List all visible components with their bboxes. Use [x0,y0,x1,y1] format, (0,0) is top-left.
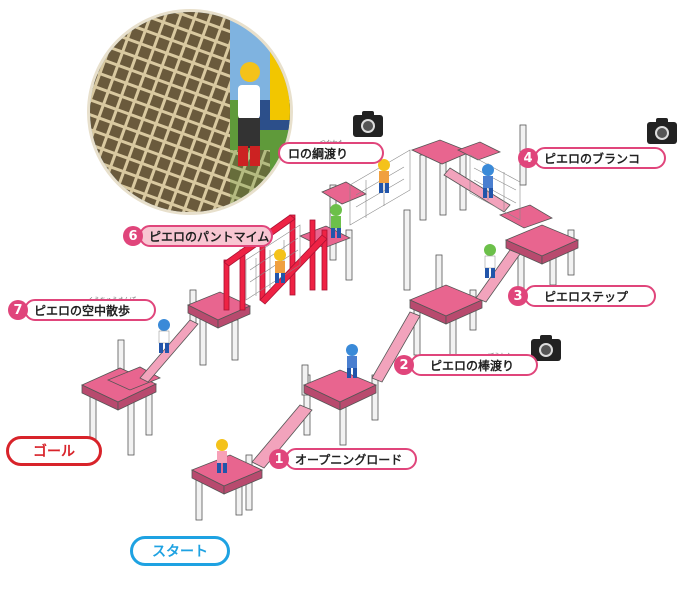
station-5-label: ロの綱渡り [278,142,384,164]
child-station-2 [346,344,358,378]
station-3-number: 3 [508,286,528,306]
station-6-text: ピエロのパントマイム [149,229,270,244]
station-6-label: 6 ピエロのパントマイム [123,225,273,247]
camera-icon [647,118,677,144]
child-station-5b [330,204,342,238]
station-4-number: 4 [518,148,538,168]
station-1-text: オープニングロード [295,452,403,467]
station-3-text: ピエロステップ [544,289,629,304]
child-station-4 [482,164,494,198]
station-7-label: 7 ピエロの空中散歩 [8,299,156,321]
child-station-7 [158,319,170,353]
station-2-number: 2 [394,355,414,375]
child-start [216,439,228,473]
walkways [139,167,521,469]
station-6-number: 6 [123,226,143,246]
station-4-label: 4 ピエロのブランコ [518,147,666,169]
camera-icon [531,335,561,361]
station-2-label: 2 ピエロの棒渡り [394,354,538,376]
station-4-text: ピエロのブランコ [544,151,641,166]
goal-label: ゴール [6,436,102,466]
deck-sides [81,239,579,495]
photo-circle [87,9,293,215]
camera-icon [353,111,383,137]
station-3-label: 3 ピエロステップ [508,285,656,307]
station-7-text: ピエロの空中散歩 [34,303,131,318]
station-2-text: ピエロの棒渡り [430,358,515,373]
child-station-5 [378,159,390,193]
station-1-number: 1 [269,449,289,469]
child-station-6 [274,249,286,283]
start-label: スタート [130,536,230,566]
station-1-label: 1 オープニングロード [269,448,417,470]
station-7-number: 7 [8,300,28,320]
children [158,159,496,473]
station-5-text: ロの綱渡り [288,146,349,161]
child-station-3 [484,244,496,278]
